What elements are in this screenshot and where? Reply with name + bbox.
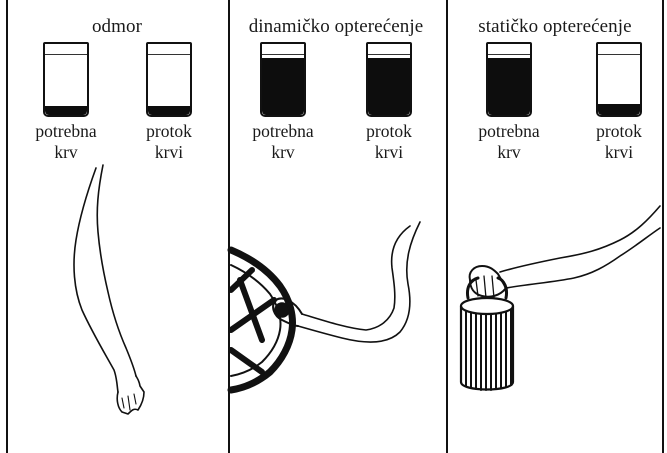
hand-icon <box>117 376 144 414</box>
holding-bucket-drawing <box>461 206 660 390</box>
relaxed-arm-drawing <box>74 165 144 414</box>
arm-outline-back <box>74 168 118 392</box>
hand-fist-icon <box>470 266 506 297</box>
arm-outline-lower <box>298 222 420 342</box>
crank-handle-icon <box>275 303 289 317</box>
arm-outline-front <box>97 165 136 376</box>
arm-outline-upper <box>302 226 410 330</box>
arm-outline-upper <box>500 206 660 272</box>
bucket-handle-icon <box>467 278 506 298</box>
crank-wheel-drawing <box>231 222 420 390</box>
arm-outline-lower <box>506 228 660 288</box>
bucket-ribs-icon <box>466 310 511 390</box>
